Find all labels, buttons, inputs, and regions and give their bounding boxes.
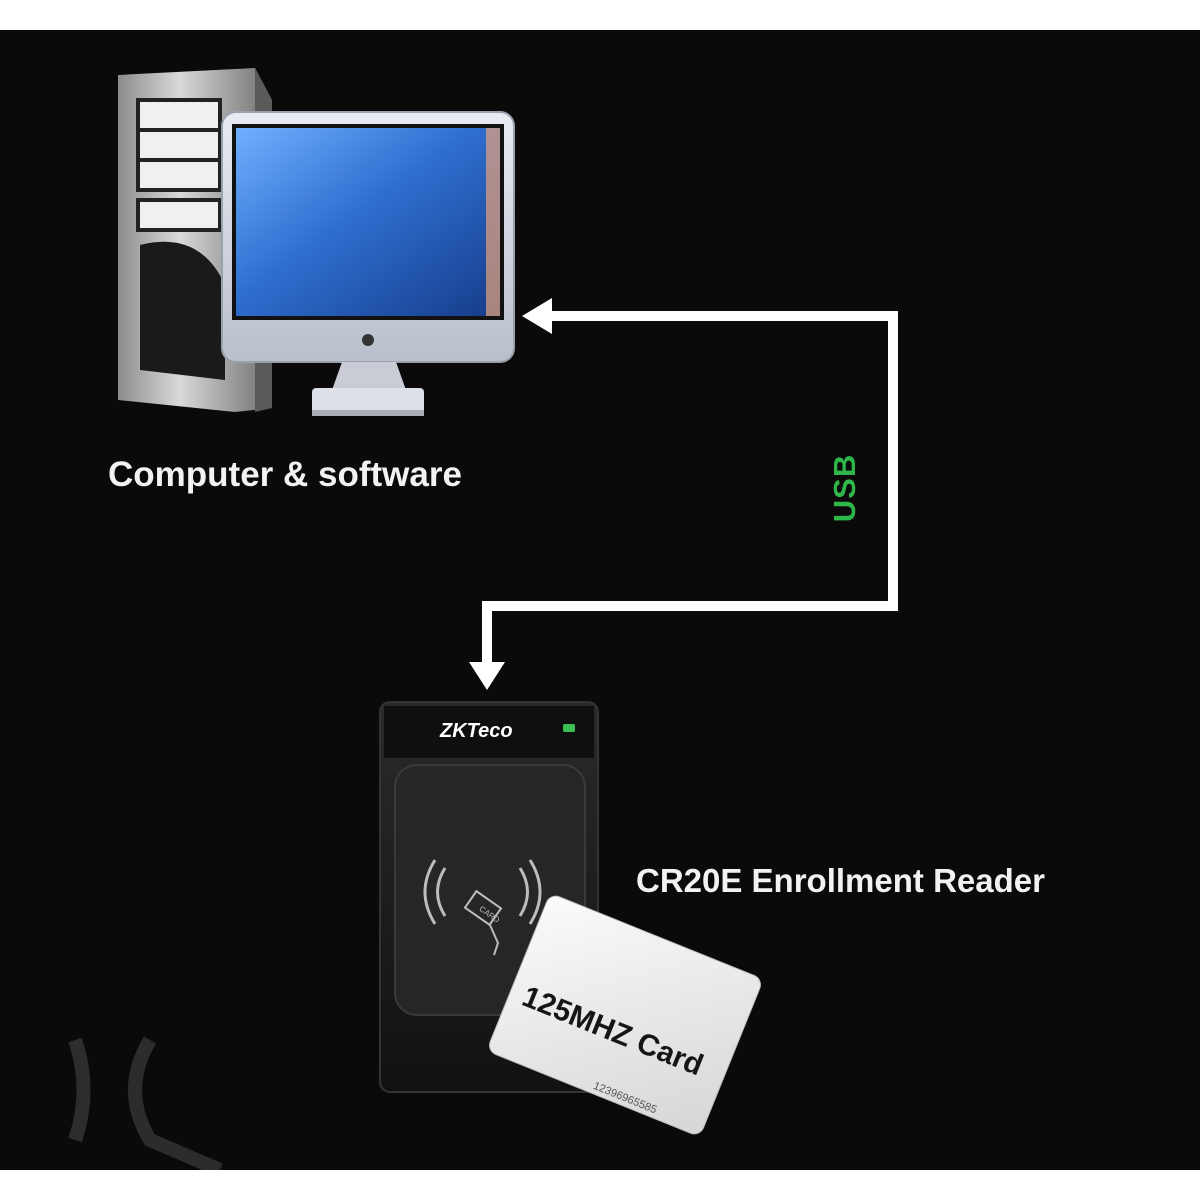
rfid-card-icon — [489, 895, 761, 1135]
usb-connection-line — [482, 311, 898, 670]
monitor-icon — [221, 111, 515, 416]
computer-label: Computer & software — [108, 455, 462, 494]
card-symbol-icon — [463, 889, 503, 927]
rfid-wave-icon — [423, 859, 542, 925]
reader-label: CR20E Enrollment Reader — [636, 862, 1045, 899]
diagram-canvas: Computer & software USB CR20E Enrollment… — [0, 30, 1200, 1170]
status-led-icon — [563, 724, 575, 732]
arrow-head-to-reader — [469, 662, 505, 690]
brand-logo: ZKTeco — [440, 720, 513, 742]
watermark-logo — [68, 1036, 223, 1170]
arrow-head-to-computer — [522, 298, 552, 334]
diagram-graphics — [68, 68, 898, 1170]
usb-label: USB — [827, 453, 862, 523]
